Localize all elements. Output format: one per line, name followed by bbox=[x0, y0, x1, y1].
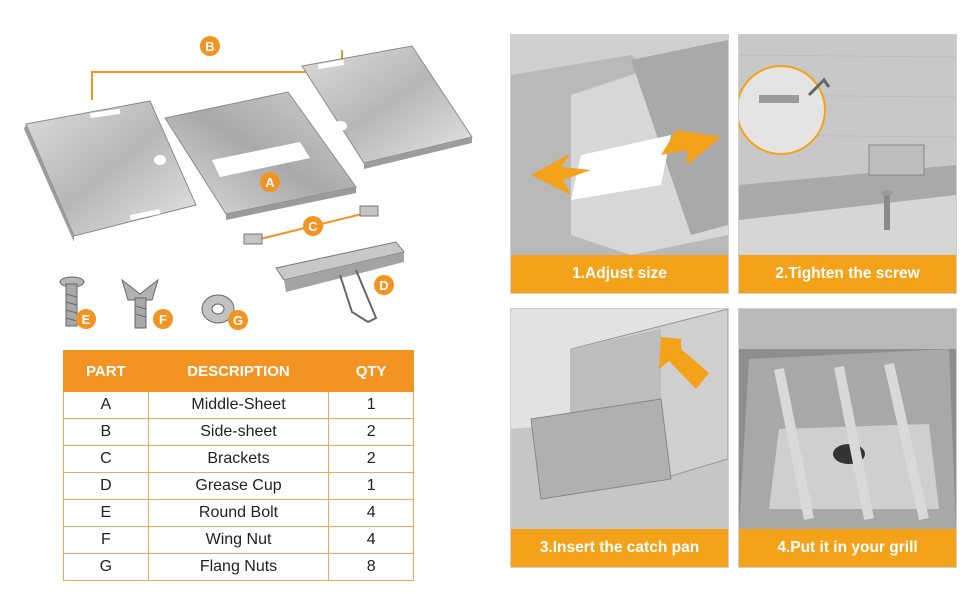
round-bolt-icon bbox=[59, 276, 85, 327]
label-badge-f: F bbox=[153, 309, 173, 329]
cell-qty: 2 bbox=[328, 445, 414, 473]
flang-nut-icon bbox=[201, 294, 235, 324]
header-part: PART bbox=[63, 350, 149, 392]
step-caption-1: 1.Adjust size bbox=[511, 255, 728, 293]
step-caption-2: 2.Tighten the screw bbox=[739, 255, 956, 293]
cell-part: G bbox=[63, 553, 149, 581]
wing-nut-icon bbox=[121, 278, 159, 329]
bolt-icon bbox=[881, 190, 893, 230]
cell-qty: 1 bbox=[328, 472, 414, 500]
cell-part: A bbox=[63, 391, 149, 419]
table-header-row: PART DESCRIPTION QTY bbox=[63, 350, 414, 392]
grill-photo bbox=[739, 309, 956, 529]
cell-qty: 1 bbox=[328, 391, 414, 419]
parts-illustration bbox=[24, 45, 473, 329]
cell-qty: 8 bbox=[328, 553, 414, 581]
cell-part: D bbox=[63, 472, 149, 500]
middle-sheet bbox=[164, 91, 357, 220]
cell-qty: 4 bbox=[328, 526, 414, 554]
step-caption-4: 4.Put it in your grill bbox=[739, 529, 956, 567]
grease-cup bbox=[275, 241, 405, 324]
left-side-sheet bbox=[24, 100, 197, 242]
label-badge-c: C bbox=[303, 216, 323, 236]
zoom-detail-circle bbox=[739, 65, 826, 155]
brackets bbox=[243, 205, 379, 245]
cell-description: Side-sheet bbox=[147, 418, 330, 446]
step-panel-put-in-grill: 4.Put it in your grill bbox=[738, 308, 957, 568]
cell-description: Grease Cup bbox=[147, 472, 330, 500]
cell-description: Wing Nut bbox=[147, 526, 330, 554]
label-badge-a: A bbox=[260, 172, 280, 192]
cell-description: Middle-Sheet bbox=[147, 391, 330, 419]
header-qty: QTY bbox=[328, 350, 414, 392]
arrow-left-icon bbox=[531, 153, 591, 195]
right-side-sheet bbox=[301, 45, 473, 169]
adjust-size-photo bbox=[511, 35, 728, 255]
header-description: DESCRIPTION bbox=[147, 350, 330, 392]
parts-diagram: B A C D E F G bbox=[0, 0, 500, 340]
label-badge-d: D bbox=[374, 275, 394, 295]
arrow-up-icon bbox=[659, 337, 709, 389]
cell-part: F bbox=[63, 526, 149, 554]
cell-description: Brackets bbox=[147, 445, 330, 473]
label-badge-e: E bbox=[76, 309, 96, 329]
label-badge-g: G bbox=[228, 310, 248, 330]
step-panel-adjust-size: 1.Adjust size bbox=[510, 34, 729, 294]
cell-description: Flang Nuts bbox=[147, 553, 330, 581]
step-panel-tighten-screw: 2.Tighten the screw bbox=[738, 34, 957, 294]
step-caption-3: 3.Insert the catch pan bbox=[511, 529, 728, 567]
cell-description: Round Bolt bbox=[147, 499, 330, 527]
cell-part: E bbox=[63, 499, 149, 527]
arrow-right-icon bbox=[661, 130, 721, 165]
tighten-screw-photo bbox=[739, 35, 956, 255]
insert-catch-pan-photo bbox=[511, 309, 728, 529]
cell-part: B bbox=[63, 418, 149, 446]
cell-part: C bbox=[63, 445, 149, 473]
cell-qty: 4 bbox=[328, 499, 414, 527]
step-panel-insert-catch-pan: 3.Insert the catch pan bbox=[510, 308, 729, 568]
cell-qty: 2 bbox=[328, 418, 414, 446]
label-badge-b: B bbox=[200, 36, 220, 56]
